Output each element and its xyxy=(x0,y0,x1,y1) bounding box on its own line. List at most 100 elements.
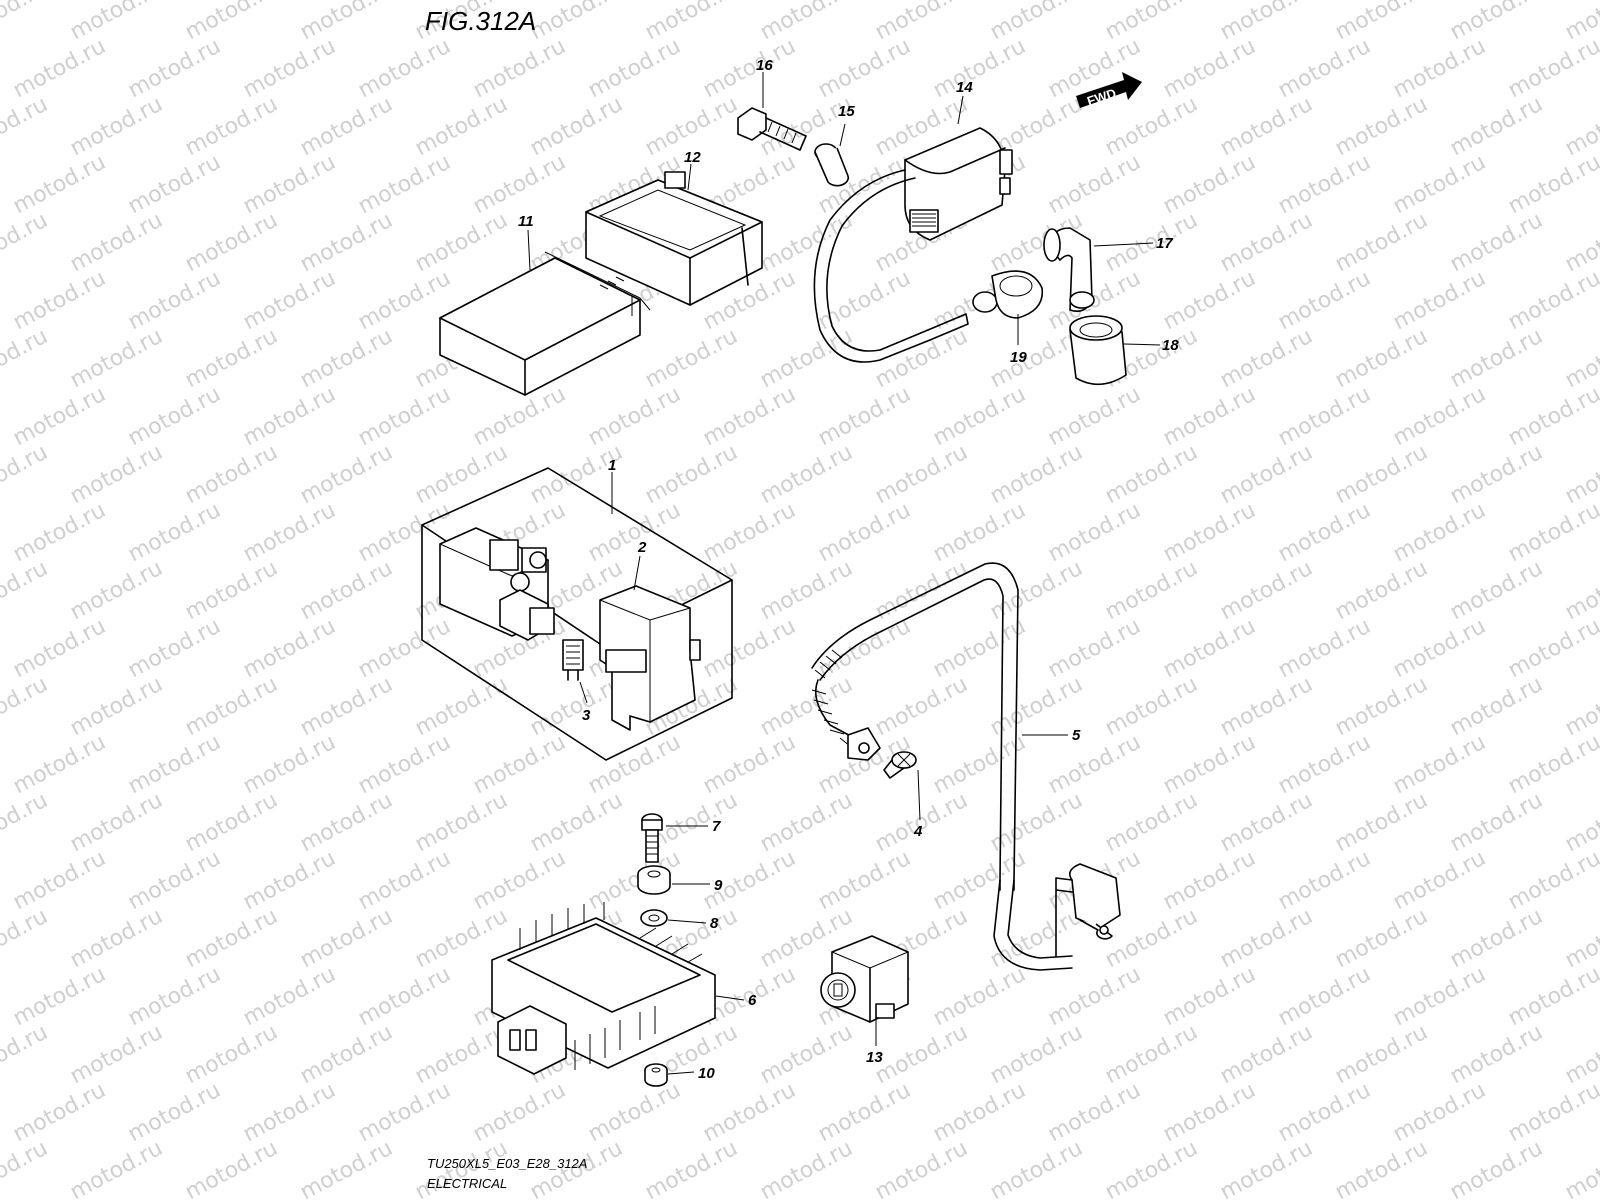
watermark-text: motod.ru xyxy=(1446,440,1547,509)
watermark-text: motod.ru xyxy=(1389,846,1490,915)
watermark-text: motod.ru xyxy=(354,614,455,683)
watermark-text: motod.ru xyxy=(584,1078,685,1147)
watermark-text: motod.ru xyxy=(584,498,685,567)
watermark-text: motod.ru xyxy=(1561,904,1600,973)
fwd-label: FWD xyxy=(1085,85,1118,108)
watermark-text: motod.ru xyxy=(1561,672,1600,741)
watermark-text: motod.ru xyxy=(756,556,857,625)
watermark-text: motod.ru xyxy=(124,34,225,103)
watermark-text: motod.ru xyxy=(1331,208,1432,277)
watermark-text: motod.ru xyxy=(1446,904,1547,973)
part-1-relay-kit xyxy=(421,467,733,761)
watermark-text: motod.ru xyxy=(66,556,167,625)
callout-18: 18 xyxy=(1162,337,1179,354)
watermark-text: motod.ru xyxy=(1389,614,1490,683)
watermark-text: motod.ru xyxy=(124,730,225,799)
watermark-text: motod.ru xyxy=(296,904,397,973)
callout-5: 5 xyxy=(1072,727,1081,744)
watermark-text: motod.ru xyxy=(1446,1020,1547,1089)
watermark-text: motod.ru xyxy=(354,1078,455,1147)
watermark-text: motod.ru xyxy=(1331,904,1432,973)
watermark-text: motod.ru xyxy=(1504,614,1600,683)
watermark-text: motod.ru xyxy=(814,846,915,915)
watermark-text: motod.ru xyxy=(1159,614,1260,683)
watermark-text: motod.ru xyxy=(124,150,225,219)
watermark-text: motod.ru xyxy=(929,34,1030,103)
callout-4: 4 xyxy=(913,823,923,840)
watermark-text: motod.ru xyxy=(1101,440,1202,509)
watermark-text: motod.ru xyxy=(1389,266,1490,335)
watermark-text: motod.ru xyxy=(1446,324,1547,393)
watermark-text: motod.ru xyxy=(0,1020,52,1089)
watermark-text: motod.ru xyxy=(1274,614,1375,683)
watermark-text: motod.ru xyxy=(239,614,340,683)
watermark-text: motod.ru xyxy=(296,1136,397,1200)
watermark-text: motod.ru xyxy=(66,440,167,509)
watermark-text: motod.ru xyxy=(929,962,1030,1031)
part-17-plug-cap xyxy=(1043,227,1095,313)
watermark-text: motod.ru xyxy=(1274,150,1375,219)
watermark-text: motod.ru xyxy=(296,788,397,857)
callout-15: 15 xyxy=(838,103,855,120)
watermark-text: motod.ru xyxy=(1216,0,1317,45)
watermark-text: motod.ru xyxy=(1504,382,1600,451)
watermark-text: motod.ru xyxy=(929,614,1030,683)
watermark-text: motod.ru xyxy=(1101,1136,1202,1200)
watermark-text: motod.ru xyxy=(1561,1020,1600,1089)
watermark-text: motod.ru xyxy=(354,34,455,103)
watermark-text: motod.ru xyxy=(1274,962,1375,1031)
watermark-text: motod.ru xyxy=(1159,34,1260,103)
watermark-text: motod.ru xyxy=(1216,1020,1317,1089)
watermark-text: motod.ru xyxy=(0,904,52,973)
watermark-text: motod.ru xyxy=(1274,846,1375,915)
part-15-collar xyxy=(814,143,850,187)
watermark-text: motod.ru xyxy=(124,266,225,335)
watermark-text: motod.ru xyxy=(469,150,570,219)
watermark-text: motod.ru xyxy=(1331,672,1432,741)
callout-16: 16 xyxy=(756,57,773,74)
watermark-text: motod.ru xyxy=(699,1078,800,1147)
watermark-text: motod.ru xyxy=(929,1078,1030,1147)
watermark-text: motod.ru xyxy=(296,672,397,741)
watermark-text: motod.ru xyxy=(526,92,627,161)
watermark-text: motod.ru xyxy=(66,208,167,277)
watermark-text: motod.ru xyxy=(0,440,52,509)
watermark-text: motod.ru xyxy=(756,1136,857,1200)
watermark-text: motod.ru xyxy=(181,208,282,277)
watermark-text: motod.ru xyxy=(699,614,800,683)
watermark-text: motod.ru xyxy=(1446,1136,1547,1200)
watermark-text: motod.ru xyxy=(1389,382,1490,451)
callout-8: 8 xyxy=(710,915,719,932)
watermark-text: motod.ru xyxy=(1504,730,1600,799)
watermark-text: motod.ru xyxy=(1101,556,1202,625)
watermark-text: motod.ru xyxy=(296,324,397,393)
watermark-text: motod.ru xyxy=(1389,150,1490,219)
watermark-text: motod.ru xyxy=(239,150,340,219)
watermark-text: motod.ru xyxy=(124,962,225,1031)
watermark-text: motod.ru xyxy=(239,730,340,799)
watermark-text: motod.ru xyxy=(1561,92,1600,161)
part-7-bolt xyxy=(641,813,663,863)
watermark-text: motod.ru xyxy=(929,498,1030,567)
watermark-text: motod.ru xyxy=(9,498,110,567)
watermark-text: motod.ru xyxy=(296,92,397,161)
callout-9: 9 xyxy=(714,877,723,894)
watermark-text: motod.ru xyxy=(1331,788,1432,857)
watermark-text: motod.ru xyxy=(1446,92,1547,161)
watermark-text: motod.ru xyxy=(0,672,52,741)
watermark-text: motod.ru xyxy=(1504,962,1600,1031)
watermark-text: motod.ru xyxy=(1101,208,1202,277)
watermark-text: motod.ru xyxy=(1159,1078,1260,1147)
watermark-text: motod.ru xyxy=(1044,150,1145,219)
watermark-text: motod.ru xyxy=(124,846,225,915)
watermark-text: motod.ru xyxy=(814,1078,915,1147)
watermark-text: motod.ru xyxy=(1101,0,1202,45)
callout-1: 1 xyxy=(608,457,616,474)
watermark-text: motod.ru xyxy=(1331,0,1432,45)
part-5-battery-cable xyxy=(811,562,1121,971)
watermark-text: motod.ru xyxy=(1216,1136,1317,1200)
watermark-text: motod.ru xyxy=(0,788,52,857)
watermark-text: motod.ru xyxy=(1044,498,1145,567)
watermark-text: motod.ru xyxy=(1101,1020,1202,1089)
